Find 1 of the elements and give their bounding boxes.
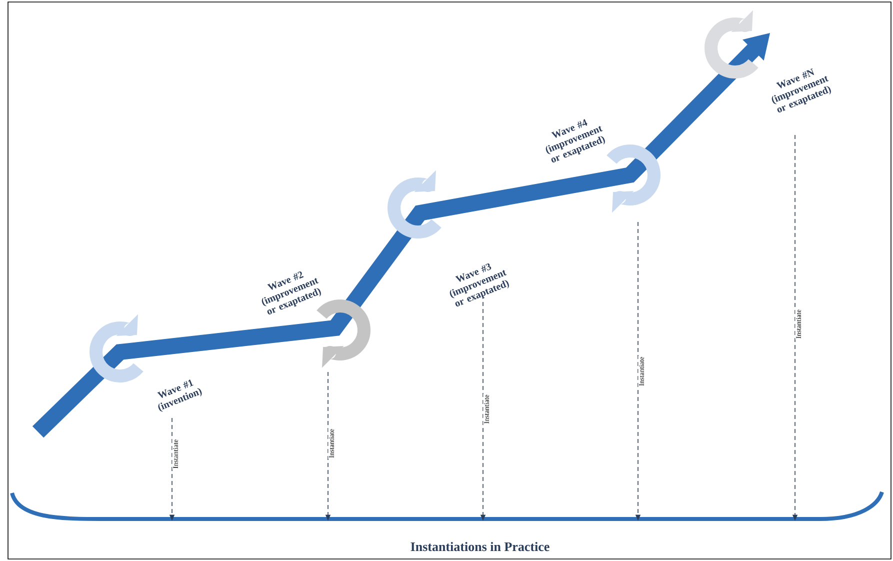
bracket-title: Instantiations in Practice	[10, 491, 884, 552]
